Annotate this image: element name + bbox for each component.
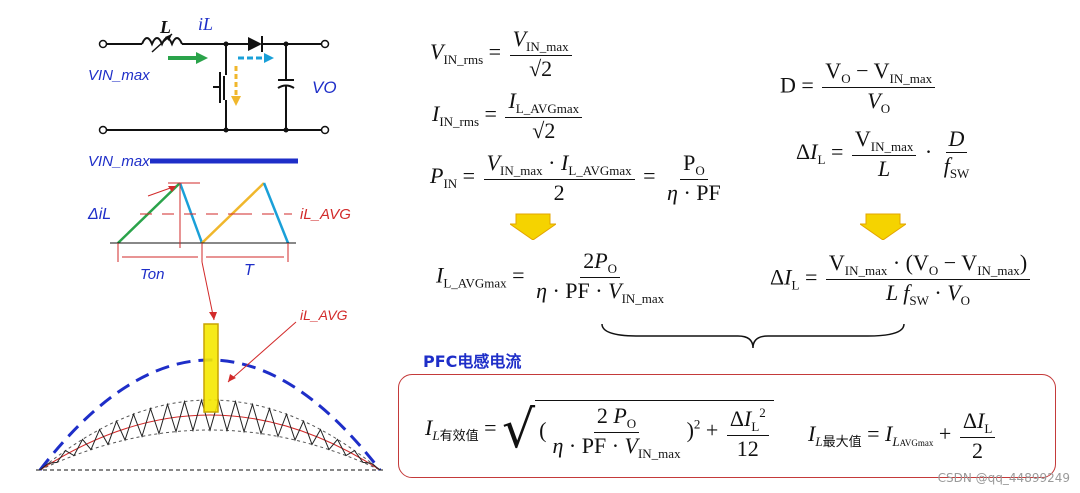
- delta-il-final-formula: ΔIL = VIN_max · (VO − VIN_max)L fSW · VO: [770, 252, 1033, 307]
- combine-brace: [601, 323, 905, 349]
- highlight-bar: [203, 323, 219, 413]
- vin-label: VIN_max: [88, 67, 150, 84]
- period-label: T: [244, 262, 255, 279]
- iin-rms-formula: IIN_rms = IL_AVGmax√2: [432, 90, 585, 142]
- il-avg-label: iL_AVG: [300, 206, 351, 223]
- delta-il-label: ΔiL: [87, 206, 111, 223]
- pfc-formula-box: [398, 374, 1056, 478]
- current-path-arrows: [168, 52, 274, 106]
- circuit-terminals: [98, 39, 330, 135]
- max-label: 最大值: [822, 434, 862, 450]
- circuit-diagram: L iL VIN_max VO VIN_max ΔiL iL_AVG Ton T…: [36, 14, 384, 471]
- ripple-zigzag: [39, 398, 381, 471]
- vin-rms-formula: VIN_rms = VIN_max√2: [430, 28, 575, 80]
- down-arrow-right: [860, 213, 906, 240]
- rms-label: 有效值: [439, 428, 479, 444]
- il-label: iL: [198, 14, 213, 34]
- inductor-current-waveform: [110, 182, 296, 244]
- vin-line-label: VIN_max: [88, 153, 150, 170]
- diode-symbol: [248, 37, 262, 51]
- waveform-guides: [117, 182, 292, 321]
- pfc-section-title: PFC电感电流: [423, 352, 522, 371]
- inductor-label: L: [159, 17, 171, 37]
- watermark: CSDN @qq_44899249: [937, 471, 1070, 485]
- vo-label: VO: [312, 78, 337, 97]
- il-avg-arc-label: iL_AVG: [300, 307, 348, 323]
- down-arrow-left: [510, 213, 556, 240]
- circuit-wiring: [103, 37, 325, 131]
- ton-label: Ton: [140, 266, 164, 283]
